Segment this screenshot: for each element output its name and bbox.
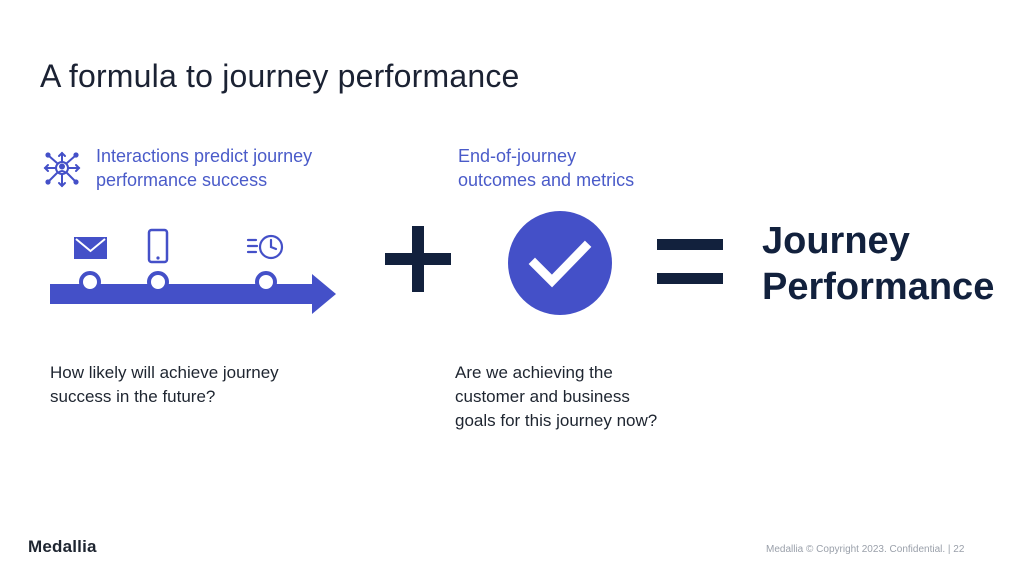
result-label: Journey Performance [762, 218, 994, 310]
footer-copyright: Medallia © Copyright 2023. Confidential.… [766, 544, 965, 555]
result-line: Performance [762, 266, 995, 308]
right-subhead: End-of-journey outcomes and metrics [458, 144, 634, 192]
medallia-logo: Medallia [28, 537, 97, 556]
equals-icon [657, 239, 723, 284]
page-title: A formula to journey performance [40, 58, 520, 94]
left-question-line: success in the future? [50, 387, 216, 406]
timeline-arrowhead [312, 274, 336, 314]
right-question-line: customer and business [455, 387, 630, 406]
left-question: How likely will achieve journey success … [50, 361, 279, 409]
journey-timeline-arrow [50, 228, 336, 314]
fast-clock-icon [246, 234, 284, 260]
left-question-line: How likely will achieve journey [50, 363, 279, 382]
right-question-line: Are we achieving the [455, 363, 613, 382]
mobile-phone-icon [147, 228, 169, 264]
interactions-network-icon [43, 151, 81, 188]
timeline-node [79, 271, 277, 293]
timeline-bar [50, 284, 316, 304]
plus-icon [385, 226, 451, 292]
left-subhead-line: performance success [96, 170, 268, 190]
right-subhead-line: End-of-journey [458, 146, 577, 166]
right-question: Are we achieving the customer and busine… [455, 361, 657, 433]
left-subhead: Interactions predict journey performance… [96, 144, 312, 192]
result-line: Journey [762, 220, 910, 262]
checkmark-circle-icon [508, 211, 612, 315]
left-subhead-line: Interactions predict journey [96, 146, 313, 166]
mail-icon [74, 237, 107, 259]
right-question-line: goals for this journey now? [455, 411, 658, 430]
right-subhead-line: outcomes and metrics [458, 170, 635, 190]
